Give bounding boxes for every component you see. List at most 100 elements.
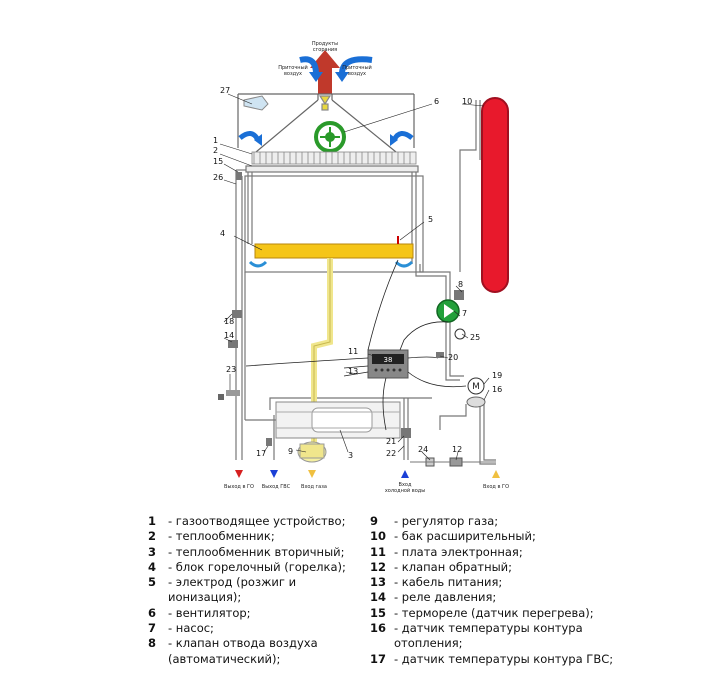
callout-16: 16 xyxy=(492,385,502,394)
pump xyxy=(436,299,460,323)
legend-text: - электрод (розжиг и xyxy=(168,575,297,590)
callout-6: 6 xyxy=(434,97,439,106)
legend-key: 9 xyxy=(370,514,379,528)
exhaust-label-line2: сгорания xyxy=(313,47,337,53)
control-display: 38 xyxy=(384,356,393,364)
air-vent-valve xyxy=(454,290,464,300)
legend-right-column: 9 - регулятор газа; 10- бак расширительны… xyxy=(370,514,613,667)
svg-text:M: M xyxy=(472,382,480,392)
legend-item-6: 6- вентилятор; xyxy=(148,606,346,621)
legend-text: - блок горелочный (горелка); xyxy=(168,559,346,574)
expansion-tank xyxy=(481,97,509,293)
heating-temp-sensor xyxy=(232,310,242,318)
legend-text: - газоотводящее устройство; xyxy=(168,514,346,528)
callout-4: 4 xyxy=(220,229,225,238)
legend-item-11: 11 - плата электронная; xyxy=(370,545,613,560)
air-diffuser xyxy=(243,95,269,111)
legend-text: - кабель питания; xyxy=(394,575,503,590)
legend-item-13: 13 - кабель питания; xyxy=(370,575,613,590)
legend-text: - датчик температуры контура xyxy=(394,621,583,636)
intake-left-label-line1: Приточный xyxy=(278,64,308,71)
legend-item-7: 7 - насос; xyxy=(148,621,346,636)
legend-item-3: 3 - теплообменник вторичный; xyxy=(148,545,346,560)
callout-12: 12 xyxy=(452,445,462,454)
legend-key: 4 xyxy=(148,559,157,574)
legend-key: 8 xyxy=(148,636,157,651)
legend-key: 1 xyxy=(148,514,157,528)
gas-regulator xyxy=(297,441,327,463)
legend-item-8-cont: (автоматический); xyxy=(168,651,281,666)
callout-27: 27 xyxy=(220,86,230,95)
hood-arrow-right xyxy=(391,131,414,142)
legend-text: - регулятор газа; xyxy=(394,514,499,528)
legend-item-14: 14 - реле давления; xyxy=(370,590,613,605)
callout-22: 22 xyxy=(386,449,396,458)
outlet-heating-out: Выход в ГО xyxy=(224,484,254,490)
burner-block xyxy=(254,243,414,259)
callout-8: 8 xyxy=(458,280,463,289)
legend-key: 10 xyxy=(370,529,387,544)
primary-circuit-pipes xyxy=(235,100,496,465)
swirl-right xyxy=(394,260,414,268)
drain-tap xyxy=(218,390,240,400)
callout-10: 10 xyxy=(462,97,472,106)
legend-key: 16 xyxy=(370,621,387,636)
callout-24: 24 xyxy=(418,445,428,454)
wires xyxy=(245,259,467,431)
legend-text: - реле давления; xyxy=(394,590,497,605)
overheat-thermostat xyxy=(236,172,242,180)
legend-key: 17 xyxy=(370,651,387,666)
callout-5: 5 xyxy=(428,215,433,224)
legend-key: 7 xyxy=(148,621,157,636)
legend-left-column: 1 - газоотводящее устройство; 2- теплообм… xyxy=(148,514,346,667)
callout-19: 19 xyxy=(492,371,502,380)
callout-23: 23 xyxy=(226,365,236,374)
outlet-heating-in: Вход в ГО xyxy=(483,484,509,490)
air-intake-arrows: Приточный воздух Приточный воздух xyxy=(278,56,373,82)
legend-text: - вентилятор; xyxy=(168,605,251,620)
callout-21: 21 xyxy=(386,437,396,446)
legend-item-15: 15- термореле (датчик перегрева); xyxy=(370,606,613,621)
callout-26: 26 xyxy=(213,173,223,182)
pressure-relay xyxy=(228,340,238,348)
flue-hood xyxy=(237,93,415,153)
legend-key: 5 xyxy=(148,575,157,590)
outlet-cold-water-in-2: холодной воды xyxy=(385,487,425,494)
legend-item-2: 2- теплообменник; xyxy=(148,529,346,544)
callout-numbers: 27 1 2 15 26 4 5 6 10 8 7 25 18 14 11 20… xyxy=(213,86,502,460)
callout-9: 9 xyxy=(288,447,293,456)
heat-exchanger-fins xyxy=(251,151,417,165)
callout-15: 15 xyxy=(213,157,223,166)
callout-1: 1 xyxy=(213,136,218,145)
legend-key: 12 xyxy=(370,559,387,574)
legend-item-16: 16 - датчик температуры контура xyxy=(370,621,613,636)
legend-item-9: 9 - регулятор газа; xyxy=(370,514,613,529)
legend-text: - датчик температуры контура ГВС; xyxy=(394,651,614,666)
check-valve xyxy=(410,457,496,467)
dhw-temp-sensor xyxy=(266,438,272,446)
three-way-valve-motor: M xyxy=(466,377,486,408)
legend-key: 14 xyxy=(370,590,387,605)
outlet-markers: Выход в ГО Выход ГВС Вход газа Вход холо… xyxy=(224,470,509,494)
legend-item-10: 10- бак расширительный; xyxy=(370,529,613,544)
legend-text: - насос; xyxy=(168,621,214,636)
legend-key: 13 xyxy=(370,575,387,590)
outlet-cold-water-in-1: Вход xyxy=(399,482,412,488)
legend-text: - плата электронная; xyxy=(394,544,523,559)
legend-key: 3 xyxy=(148,544,157,559)
callout-3: 3 xyxy=(348,451,353,460)
legend-key: 11 xyxy=(370,544,387,559)
flow-sensor xyxy=(401,428,411,438)
legend-text: - теплообменник вторичный; xyxy=(168,544,345,559)
callout-7: 7 xyxy=(462,309,467,318)
legend-item-5-cont: ионизация); xyxy=(168,590,242,605)
legend-text: - клапан обратный; xyxy=(394,559,513,574)
fan xyxy=(314,121,346,153)
control-board: 38 xyxy=(367,349,409,379)
hood-arrow-left xyxy=(238,131,261,142)
legend-text: - теплообменник; xyxy=(168,529,275,544)
boiler-schematic: Продукты сгорания Приточный воздух Прито… xyxy=(213,41,509,494)
legend-key: 15 xyxy=(370,605,387,620)
legend-text: - клапан отвода воздуха xyxy=(168,636,318,651)
callout-17: 17 xyxy=(256,449,266,458)
